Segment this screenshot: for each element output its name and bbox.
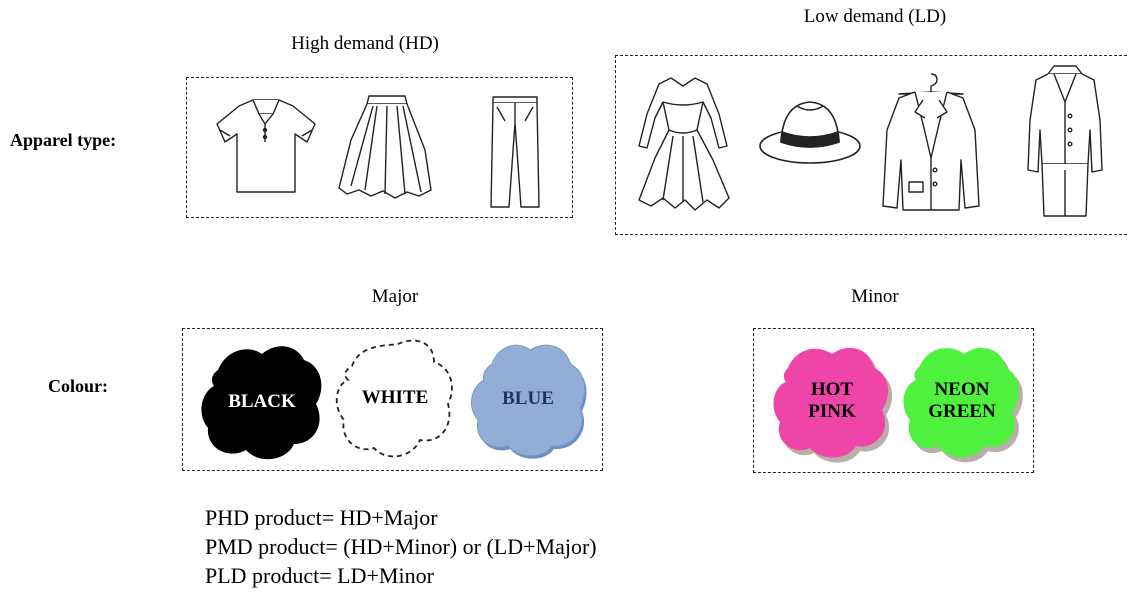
white-swatch-label: WHITE	[361, 387, 429, 408]
skirt-icon	[333, 90, 437, 210]
high-demand-label: High demand (HD)	[291, 33, 439, 54]
apparel-type-label: Apparel type:	[10, 130, 117, 150]
white-swatch: WHITE	[330, 334, 460, 462]
hot-pink-line1: HOT	[810, 379, 854, 400]
minor-label: Minor	[851, 286, 899, 307]
neon-green-swatch: NEON GREEN	[898, 338, 1026, 464]
formula-pmd: PMD product= (HD+Minor) or (LD+Major)	[205, 534, 597, 559]
blue-swatch-label: BLUE	[502, 388, 554, 409]
major-label: Major	[371, 286, 419, 307]
blue-swatch: BLUE	[466, 336, 590, 462]
minor-box	[753, 328, 1034, 473]
low-demand-label: Low demand (LD)	[803, 6, 947, 27]
major-box	[182, 328, 603, 471]
colour-label: Colour:	[48, 376, 108, 396]
black-swatch-label: BLACK	[228, 391, 296, 412]
polo-shirt-icon	[213, 94, 317, 196]
black-swatch: BLACK	[196, 340, 328, 464]
hot-pink-swatch-label: HOT PINK	[768, 338, 896, 464]
neon-green-swatch-label: NEON GREEN	[898, 338, 1026, 464]
high-demand-box	[186, 77, 573, 218]
formula-list: PHD product= HD+Major PMD product= (HD+M…	[205, 503, 597, 590]
dress-icon	[633, 74, 733, 216]
low-demand-box	[615, 55, 1128, 235]
skirt-suit-icon	[1026, 60, 1104, 222]
formula-phd: PHD product= HD+Major	[205, 505, 438, 530]
fedora-hat-icon	[757, 96, 863, 170]
suit-jacket-icon	[879, 70, 983, 216]
hot-pink-line2: PINK	[808, 401, 856, 422]
hot-pink-swatch: HOT PINK	[768, 338, 896, 464]
formula-pld: PLD product= LD+Minor	[205, 563, 434, 588]
trousers-icon	[485, 93, 545, 211]
neon-green-line2: GREEN	[928, 401, 996, 422]
neon-green-line1: NEON	[934, 379, 990, 400]
